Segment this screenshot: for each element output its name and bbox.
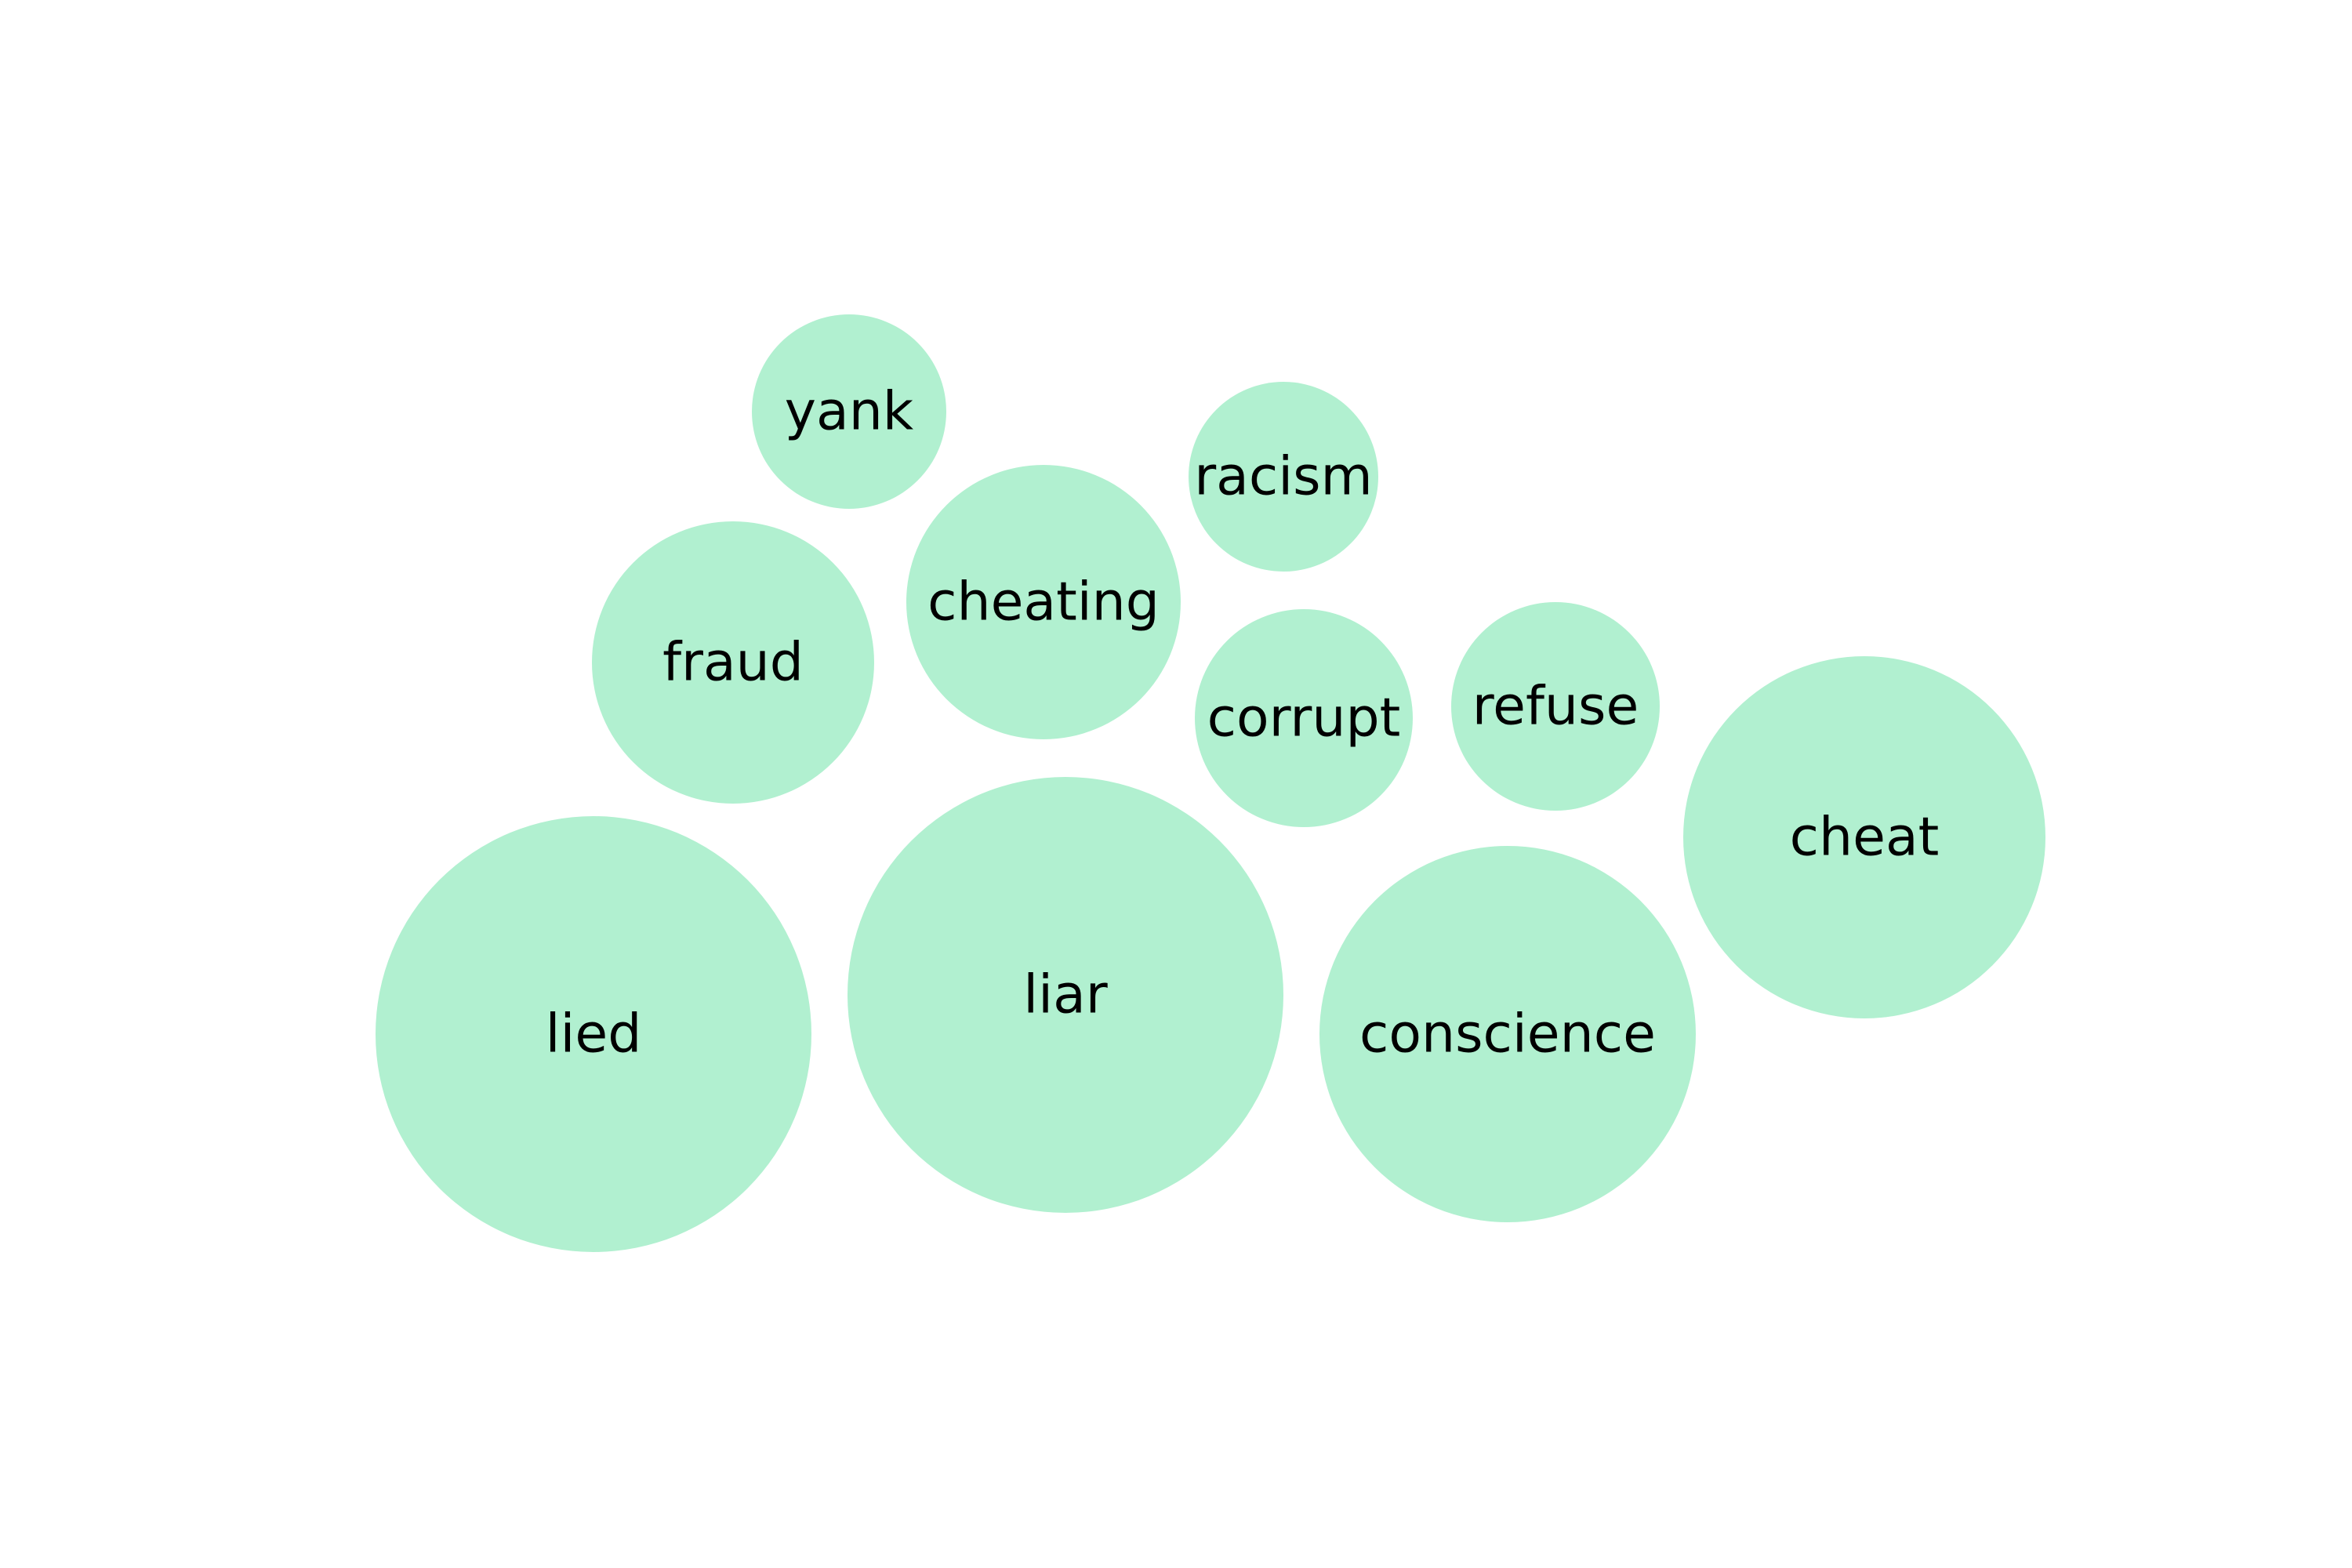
bubble-conscience: conscience xyxy=(1319,846,1696,1222)
bubble-label-liar: liar xyxy=(1023,964,1107,1026)
bubble-label-corrupt: corrupt xyxy=(1207,688,1401,750)
bubble-label-cheat: cheat xyxy=(1790,807,1940,869)
bubble-cheat: cheat xyxy=(1683,656,2045,1018)
bubble-refuse: refuse xyxy=(1451,602,1660,811)
bubble-label-yank: yank xyxy=(785,381,914,443)
bubble-label-fraud: fraud xyxy=(662,632,804,694)
bubble-lied: lied xyxy=(376,816,811,1252)
bubble-label-lied: lied xyxy=(546,1004,642,1065)
bubble-fraud: fraud xyxy=(592,521,874,804)
bubble-liar: liar xyxy=(848,777,1283,1213)
bubble-yank: yank xyxy=(752,314,946,509)
bubble-label-refuse: refuse xyxy=(1472,676,1639,738)
bubble-circle-conscience xyxy=(1319,846,1696,1222)
bubble-layer: lied liar conscience cheat fraud cheating corr… xyxy=(376,314,2045,1252)
bubble-circle-lied xyxy=(376,816,811,1252)
bubble-racism: racism xyxy=(1189,382,1378,572)
bubble-circle-liar xyxy=(848,777,1283,1213)
bubble-label-racism: racism xyxy=(1194,446,1373,508)
bubble-circle-cheat xyxy=(1683,656,2045,1018)
bubble-circle-fraud xyxy=(592,521,874,804)
bubble-corrupt: corrupt xyxy=(1195,609,1413,827)
bubble-label-cheating: cheating xyxy=(927,572,1160,633)
bubble-cheating: cheating xyxy=(906,465,1181,739)
bubble-circle-racism xyxy=(1189,382,1378,572)
bubble-circle-refuse xyxy=(1451,602,1660,811)
bubble-circle-corrupt xyxy=(1195,609,1413,827)
bubble-circle-cheating xyxy=(906,465,1181,739)
bubble-label-conscience: conscience xyxy=(1359,1004,1656,1065)
bubble-circle-yank xyxy=(752,314,946,509)
